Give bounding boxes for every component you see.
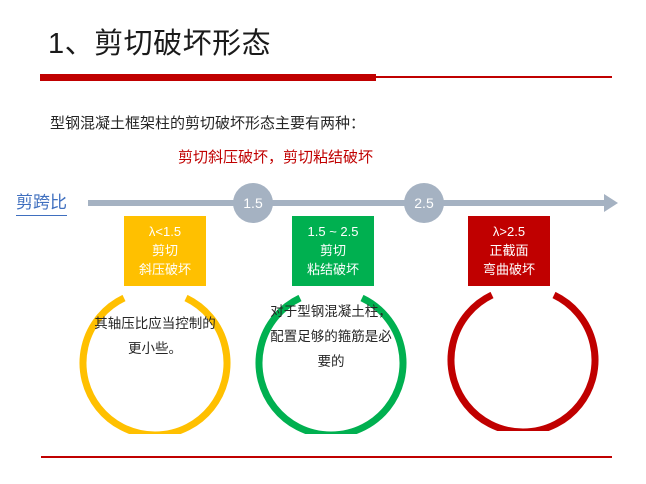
category-2-line2: 粘结破坏 xyxy=(306,262,359,277)
category-3-line2: 弯曲破坏 xyxy=(482,262,535,277)
arc-ring-1 xyxy=(72,286,238,434)
category-3-line1: 正截面 xyxy=(489,243,529,258)
title-rule-thin xyxy=(376,76,612,78)
axis-arrow-icon xyxy=(604,194,618,212)
arc-ring-2 xyxy=(248,286,414,434)
category-2-line1: 剪切 xyxy=(319,243,346,258)
highlight-paragraph: 剪切斜压破坏，剪切粘结破坏 xyxy=(178,149,374,166)
category-box-3: λ>2.5 正截面 弯曲破坏 xyxy=(468,216,550,286)
category-2-range: 1.5 ~ 2.5 xyxy=(307,224,359,239)
category-1-line2: 斜压破坏 xyxy=(138,262,191,277)
axis-label-shear-span-ratio: 剪跨比 xyxy=(16,192,67,216)
arc-ring-3 xyxy=(440,283,606,431)
category-1-line1: 剪切 xyxy=(151,243,178,258)
arc-note-2: 对于型钢混凝土柱，配置足够的箍筋是必要的 xyxy=(270,304,392,369)
title-rule-thick xyxy=(40,74,376,81)
category-box-2: 1.5 ~ 2.5 剪切 粘结破坏 xyxy=(292,216,374,286)
axis-node-2: 2.5 xyxy=(404,183,444,223)
axis-node-2-label: 2.5 xyxy=(414,195,434,211)
arc-note-1: 其轴压比应当控制的更小些。 xyxy=(94,316,216,356)
category-3-range: λ>2.5 xyxy=(492,224,526,239)
axis-node-1: 1.5 xyxy=(233,183,273,223)
lead-paragraph: 型钢混凝土框架柱的剪切破坏形态主要有两种： xyxy=(50,115,366,132)
category-box-1: λ<1.5 剪切 斜压破坏 xyxy=(124,216,206,286)
axis-line xyxy=(88,200,608,206)
axis-node-1-label: 1.5 xyxy=(243,195,263,211)
footer-rule xyxy=(41,456,612,458)
page-title: 1、剪切破坏形态 xyxy=(48,28,272,60)
category-1-range: λ<1.5 xyxy=(148,224,182,239)
